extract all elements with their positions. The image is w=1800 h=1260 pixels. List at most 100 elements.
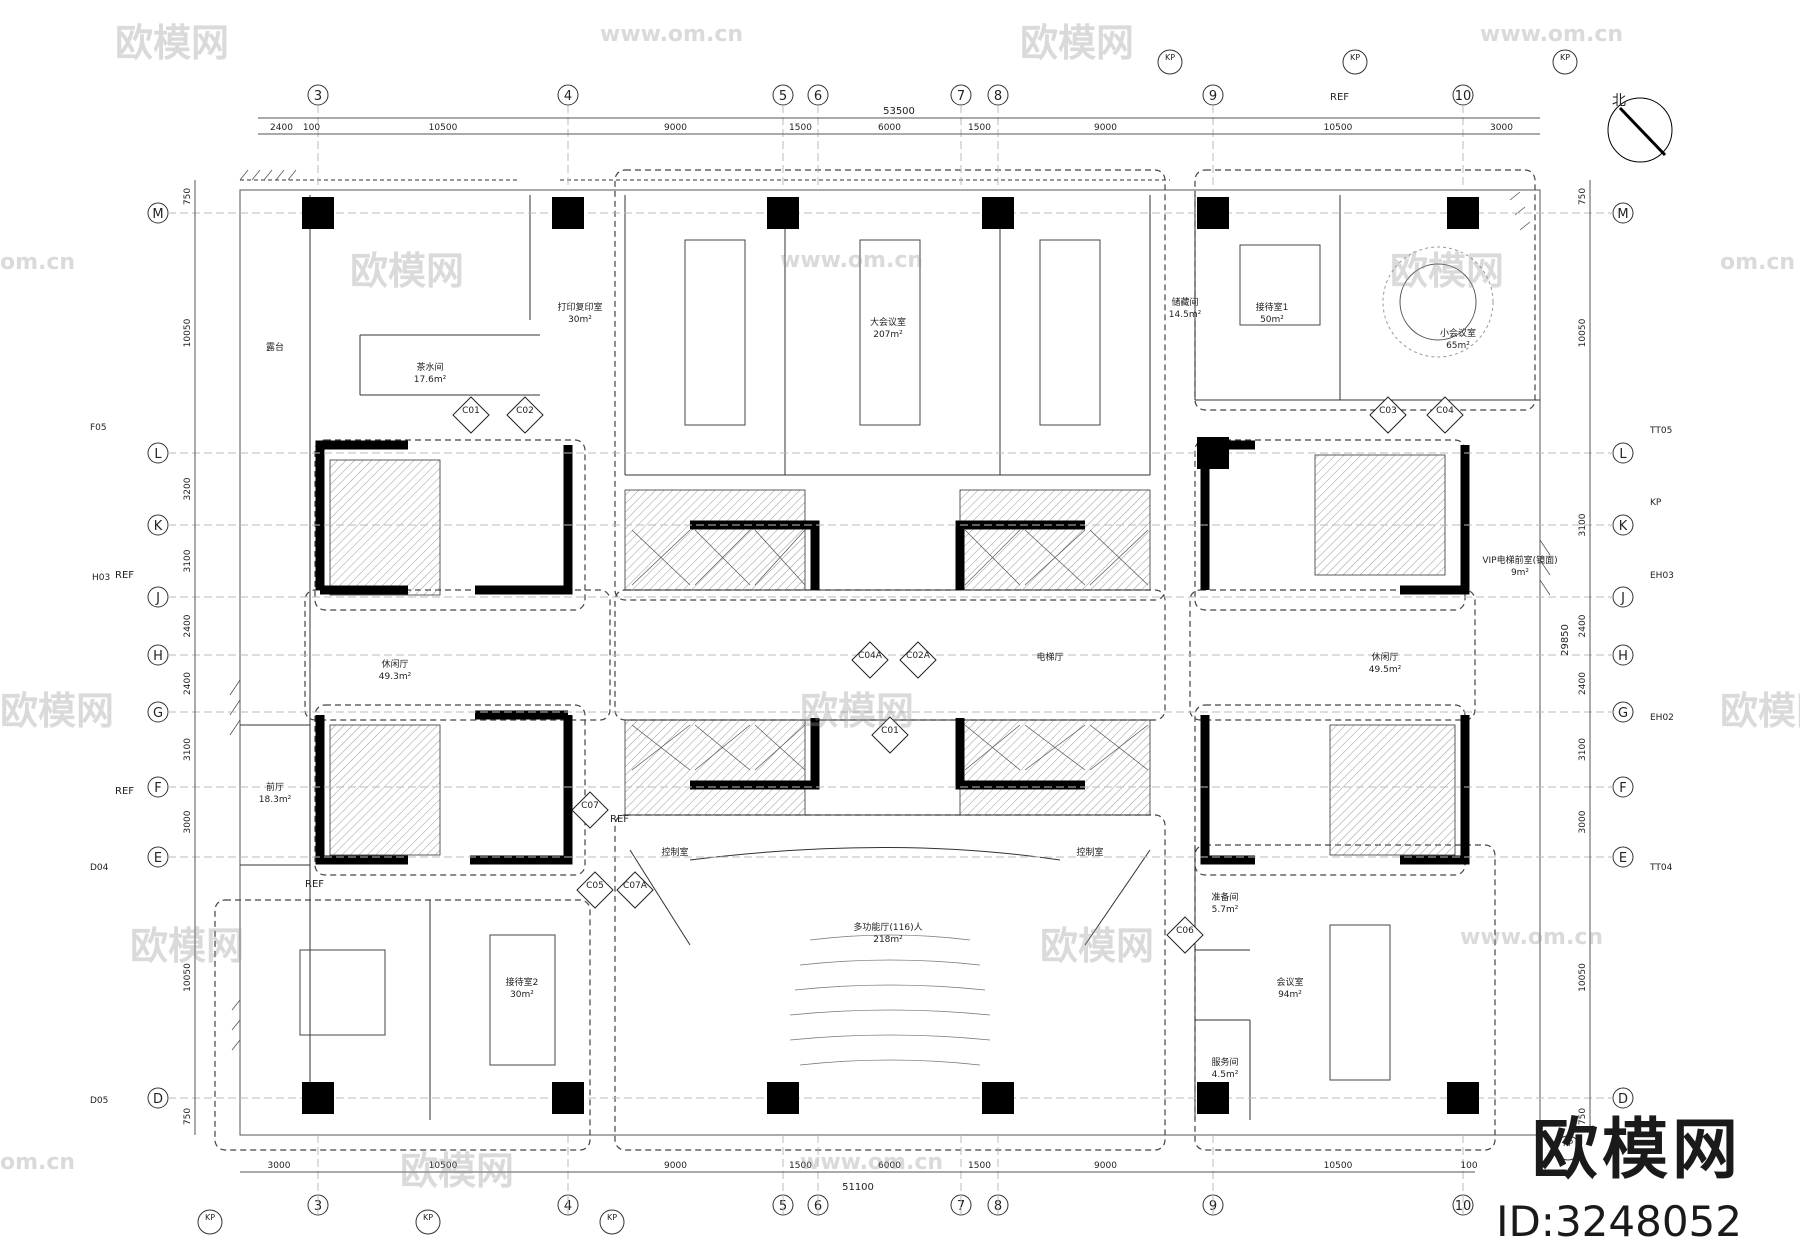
- edge-ref-left: H03: [92, 573, 110, 583]
- room-area-vip_room: 9m²: [1511, 568, 1529, 578]
- grid-label-D: D: [1618, 1092, 1628, 1107]
- edge-ref-right: KP: [1650, 498, 1662, 508]
- grid-label-8: 8: [994, 1199, 1002, 1214]
- room-area-meeting_room: 94m²: [1278, 990, 1302, 1000]
- grid-label-G: G: [153, 706, 163, 721]
- dimension-top: 6000: [878, 123, 901, 133]
- room-area-multi_hall: 218m²: [873, 935, 903, 945]
- structural-column: [552, 197, 584, 229]
- callout-label: C02A: [906, 651, 931, 661]
- dimension-left: 750: [183, 188, 193, 205]
- room-name-lounge: 休闲厅: [381, 658, 408, 670]
- dimension-top: 1500: [968, 123, 991, 133]
- dimension-bottom: 10500: [1324, 1161, 1353, 1171]
- dimension-top: 10500: [429, 123, 458, 133]
- callout-label: C05: [586, 881, 604, 891]
- edge-ref-right: EH03: [1650, 571, 1674, 581]
- dimension-total-bottom: 51100: [842, 1182, 874, 1193]
- room-name-reception2: 接待室2: [506, 976, 539, 988]
- callout-label: C06: [1176, 926, 1194, 936]
- kp-label: KP: [205, 1213, 215, 1222]
- grid-label-H: H: [1618, 649, 1628, 664]
- grid-label-L: L: [154, 447, 162, 462]
- kp-label: KP: [1165, 53, 1175, 62]
- dimension-left: 3000: [183, 810, 193, 833]
- dimension-left: 10050: [183, 963, 193, 992]
- room-name-service: 服务间: [1211, 1056, 1238, 1068]
- grid-label-3: 3: [314, 1199, 322, 1214]
- dimension-top: 100: [303, 123, 320, 133]
- callout-label: C04: [1436, 406, 1454, 416]
- dimension-right: 3100: [1578, 513, 1588, 536]
- structural-column: [552, 1082, 584, 1114]
- room-name-large_meeting: 大会议室: [870, 316, 906, 328]
- edge-ref-left: F05: [90, 423, 107, 433]
- structural-column: [982, 1082, 1014, 1114]
- grid-label-4: 4: [564, 1199, 572, 1214]
- north-label: 北: [1612, 93, 1626, 109]
- dimension-bottom: 9000: [664, 1161, 687, 1171]
- brand-logo: 欧模网: [1532, 1111, 1742, 1188]
- grid-label-J: J: [1620, 591, 1625, 606]
- dimension-bottom: 100: [1460, 1161, 1477, 1171]
- grid-label-9: 9: [1209, 1199, 1217, 1214]
- room-area-large_meeting: 207m²: [873, 330, 903, 340]
- dimension-right: 3000: [1578, 810, 1588, 833]
- grid-label-9: 9: [1209, 89, 1217, 104]
- callout-label: C04A: [858, 651, 883, 661]
- room-name-control_r: 控制室: [1076, 846, 1103, 858]
- section-callout: [899, 641, 937, 679]
- dimension-bottom: 3000: [268, 1161, 291, 1171]
- dimension-bottom: 9000: [1094, 1161, 1117, 1171]
- kp-label: KP: [423, 1213, 433, 1222]
- room-area-meeting_small: 65m²: [1446, 341, 1470, 351]
- kp-marker: [1555, 1135, 1581, 1161]
- callout-label: C03: [1379, 406, 1397, 416]
- structural-column: [1197, 1082, 1229, 1114]
- grid-label-E: E: [154, 851, 162, 866]
- kp-marker: [1342, 49, 1368, 75]
- kp-label: KP: [1563, 1139, 1573, 1148]
- ref-label: REF: [1330, 92, 1349, 103]
- kp-marker: [415, 1209, 441, 1235]
- ref-label: REF: [305, 879, 324, 890]
- dimension-top: 3000: [1490, 123, 1513, 133]
- room-name-copy_room: 打印复印室: [557, 301, 602, 313]
- callout-label: C02: [516, 406, 534, 416]
- dimension-left: 10050: [183, 318, 193, 347]
- grid-label-7: 7: [957, 1199, 965, 1214]
- grid-label-4: 4: [564, 89, 572, 104]
- section-callout: [1369, 396, 1407, 434]
- kp-marker: [1552, 49, 1578, 75]
- section-callout: [576, 871, 614, 909]
- room-area-storage: 14.5m²: [1169, 310, 1202, 320]
- section-callout: [452, 396, 490, 434]
- section-callout: [571, 791, 609, 829]
- room-name-storage: 储藏间: [1171, 296, 1198, 308]
- section-callout: [616, 871, 654, 909]
- room-area-lounge: 49.3m²: [379, 672, 412, 682]
- grid-label-K: K: [154, 519, 163, 534]
- structural-column: [982, 197, 1014, 229]
- grid-label-7: 7: [957, 89, 965, 104]
- room-name-lounge_r: 休闲厅: [1371, 651, 1398, 663]
- grid-label-10: 10: [1455, 89, 1472, 104]
- grid-label-6: 6: [814, 89, 822, 104]
- grid-label-J: J: [155, 591, 160, 606]
- room-name-balcony: 露台: [266, 341, 284, 353]
- kp-marker: [599, 1209, 625, 1235]
- grid-label-K: K: [1619, 519, 1628, 534]
- callout-label: C01: [881, 726, 899, 736]
- dimension-left: 3200: [183, 477, 193, 500]
- dimension-top: 9000: [664, 123, 687, 133]
- dimension-top: 1500: [789, 123, 812, 133]
- section-callout: [1426, 396, 1464, 434]
- room-area-lounge_r: 49.5m²: [1369, 665, 1402, 675]
- room-area-reception2: 30m²: [510, 990, 534, 1000]
- dimension-right: 750: [1578, 188, 1588, 205]
- kp-marker: [1157, 49, 1183, 75]
- structural-column: [767, 197, 799, 229]
- grid-label-M: M: [152, 207, 163, 222]
- room-area-reception1: 50m²: [1260, 315, 1284, 325]
